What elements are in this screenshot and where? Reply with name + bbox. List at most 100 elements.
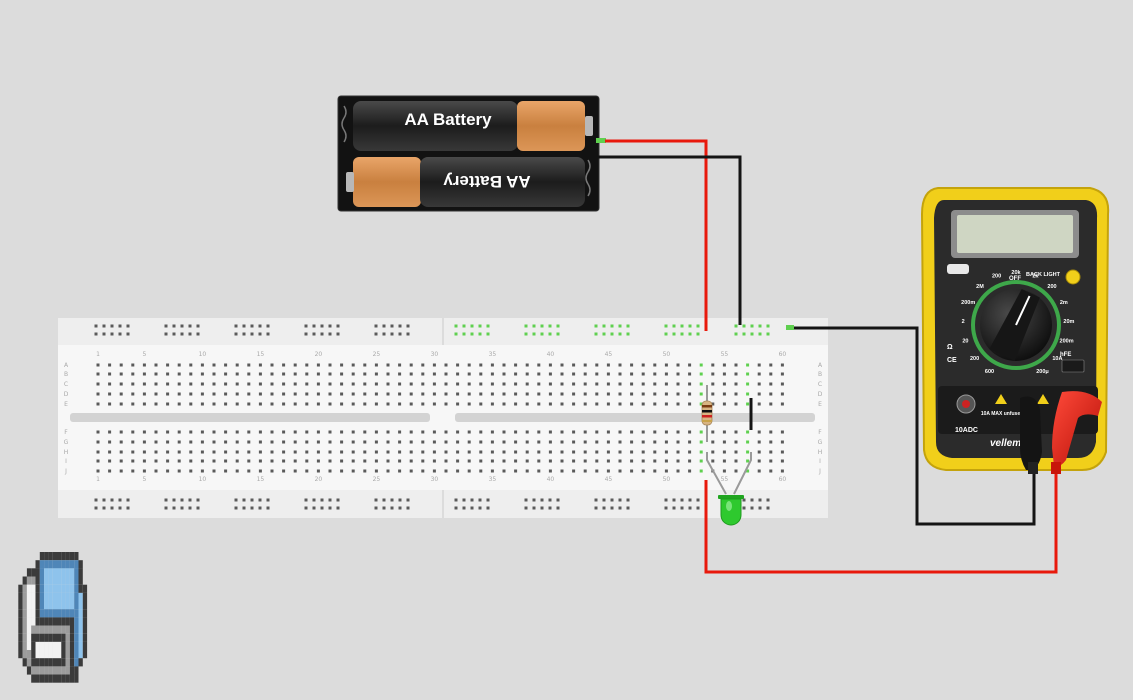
probe-red[interactable] [1051,391,1102,474]
breadboard-hole[interactable] [444,430,448,434]
breadboard-hole[interactable] [699,372,703,376]
breadboard-hole[interactable] [224,430,228,434]
led[interactable] [706,452,752,526]
breadboard-hole[interactable] [595,459,599,463]
breadboard-hole[interactable] [432,402,436,406]
rail-hole[interactable] [672,506,676,510]
breadboard-hole[interactable] [490,440,494,444]
breadboard-hole[interactable] [548,430,552,434]
rail-hole[interactable] [618,506,622,510]
breadboard-hole[interactable] [154,469,158,473]
breadboard-hole[interactable] [154,372,158,376]
rail-hole[interactable] [454,498,458,502]
rail-hole[interactable] [374,324,378,328]
breadboard-hole[interactable] [630,402,634,406]
breadboard-hole[interactable] [676,469,680,473]
breadboard-hole[interactable] [653,430,657,434]
breadboard-hole[interactable] [618,402,622,406]
breadboard-hole[interactable] [131,392,135,396]
breadboard-hole[interactable] [282,469,286,473]
rail-hole[interactable] [742,498,746,502]
breadboard-hole[interactable] [247,402,251,406]
rail-hole[interactable] [532,506,536,510]
breadboard-hole[interactable] [525,363,529,367]
breadboard-hole[interactable] [293,372,297,376]
breadboard-hole[interactable] [212,363,216,367]
breadboard-hole[interactable] [108,430,112,434]
breadboard-hole[interactable] [514,402,518,406]
hfe-socket[interactable] [1061,359,1085,373]
rail-hole[interactable] [766,498,770,502]
breadboard-hole[interactable] [316,450,320,454]
breadboard-hole[interactable] [328,402,332,406]
breadboard-hole[interactable] [363,392,367,396]
breadboard-hole[interactable] [502,450,506,454]
rail-hole[interactable] [618,498,622,502]
rail-hole[interactable] [94,498,98,502]
battery-pack[interactable]: AA Battery AA Battery [337,95,606,212]
breadboard-hole[interactable] [456,440,460,444]
breadboard-hole[interactable] [166,459,170,463]
rail-hole[interactable] [258,324,262,328]
breadboard-hole[interactable] [595,392,599,396]
breadboard-hole[interactable] [757,402,761,406]
breadboard-hole[interactable] [479,430,483,434]
breadboard-hole[interactable] [235,363,239,367]
breadboard-hole[interactable] [444,363,448,367]
breadboard-hole[interactable] [548,382,552,386]
breadboard-hole[interactable] [618,469,622,473]
breadboard-hole[interactable] [224,440,228,444]
breadboard-hole[interactable] [293,363,297,367]
breadboard-hole[interactable] [224,402,228,406]
rail-hole[interactable] [382,332,386,336]
rail-hole[interactable] [470,498,474,502]
breadboard-hole[interactable] [108,363,112,367]
rail-hole[interactable] [312,506,316,510]
breadboard-hole[interactable] [630,440,634,444]
breadboard-hole[interactable] [131,459,135,463]
rail-hole[interactable] [312,324,316,328]
breadboard-hole[interactable] [490,382,494,386]
breadboard-hole[interactable] [386,392,390,396]
breadboard-hole[interactable] [224,459,228,463]
breadboard-hole[interactable] [212,402,216,406]
breadboard-hole[interactable] [780,402,784,406]
breadboard-hole[interactable] [711,440,715,444]
breadboard-hole[interactable] [606,363,610,367]
breadboard-hole[interactable] [154,459,158,463]
breadboard-hole[interactable] [328,363,332,367]
breadboard-hole[interactable] [502,392,506,396]
breadboard-hole[interactable] [200,392,204,396]
rail-hole[interactable] [672,332,676,336]
rail-hole[interactable] [734,324,738,328]
rail-hole[interactable] [328,506,332,510]
rail-hole[interactable] [766,324,770,328]
rail-hole[interactable] [320,324,324,328]
breadboard-hole[interactable] [189,382,193,386]
breadboard-hole[interactable] [351,402,355,406]
rail-hole[interactable] [196,506,200,510]
breadboard-hole[interactable] [467,382,471,386]
breadboard-hole[interactable] [386,440,390,444]
rail-hole[interactable] [406,332,410,336]
breadboard-hole[interactable] [432,459,436,463]
breadboard-hole[interactable] [270,402,274,406]
breadboard-hole[interactable] [224,469,228,473]
rail-hole[interactable] [304,506,308,510]
rail-hole[interactable] [602,332,606,336]
breadboard-hole[interactable] [653,402,657,406]
rail-hole[interactable] [94,324,98,328]
rail-hole[interactable] [680,324,684,328]
breadboard-hole[interactable] [525,402,529,406]
breadboard-hole[interactable] [722,363,726,367]
breadboard-hole[interactable] [293,450,297,454]
rail-hole[interactable] [478,506,482,510]
breadboard-hole[interactable] [386,402,390,406]
rail-hole[interactable] [406,324,410,328]
rail-hole[interactable] [734,332,738,336]
breadboard-hole[interactable] [537,392,541,396]
breadboard-hole[interactable] [525,450,529,454]
breadboard-hole[interactable] [282,459,286,463]
breadboard-hole[interactable] [572,430,576,434]
breadboard-hole[interactable] [572,402,576,406]
